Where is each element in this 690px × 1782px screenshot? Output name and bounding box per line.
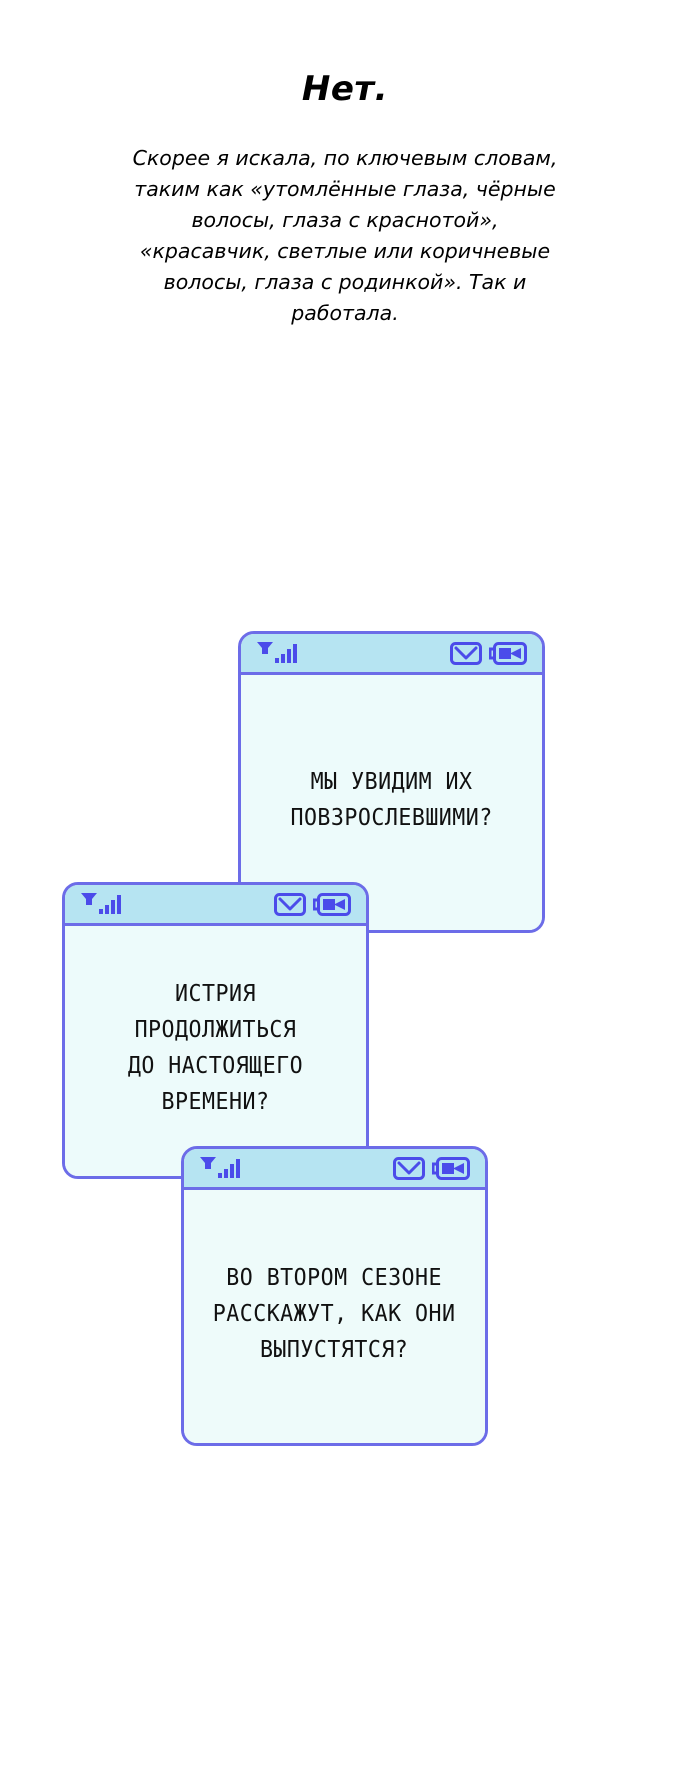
phone-status-bar-1 bbox=[241, 634, 542, 675]
message-text-1: МЫ УВИДИМ ИХ ПОВЗРОСЛЕВШИМИ? bbox=[290, 768, 493, 831]
status-bar-right-1 bbox=[450, 641, 527, 665]
phone-status-bar-2 bbox=[65, 885, 366, 926]
message-body-2: ИСТРИЯ ПРОДОЛЖИТЬСЯ ДО НАСТОЯЩЕГО ВРЕМЕН… bbox=[65, 926, 366, 1176]
signal-bars-icon bbox=[80, 892, 122, 916]
narration-title: Нет. bbox=[301, 69, 389, 109]
envelope-icon bbox=[274, 892, 306, 916]
battery-icon bbox=[313, 892, 351, 916]
envelope-icon bbox=[450, 641, 482, 665]
status-bar-left-1 bbox=[256, 641, 298, 665]
signal-bars-icon bbox=[199, 1156, 241, 1180]
status-bar-right-2 bbox=[274, 892, 351, 916]
status-bar-right-3 bbox=[393, 1156, 470, 1180]
narration-body: Скорее я искала, по ключевым словам, так… bbox=[132, 146, 558, 325]
battery-icon bbox=[432, 1156, 470, 1180]
message-bubble-3: ВО ВТОРОМ СЕЗОНЕ РАССКАЖУТ, КАК ОНИ ВЫПУ… bbox=[181, 1146, 488, 1446]
battery-icon bbox=[489, 641, 527, 665]
message-text-3: ВО ВТОРОМ СЕЗОНЕ РАССКАЖУТ, КАК ОНИ ВЫПУ… bbox=[213, 1264, 456, 1363]
narration-block: Нет. Скорее я искала, по ключевым словам… bbox=[0, 0, 690, 329]
message-body-1: МЫ УВИДИМ ИХ ПОВЗРОСЛЕВШИМИ? bbox=[241, 675, 542, 930]
message-bubble-2: ИСТРИЯ ПРОДОЛЖИТЬСЯ ДО НАСТОЯЩЕГО ВРЕМЕН… bbox=[62, 882, 369, 1179]
status-bar-left-3 bbox=[199, 1156, 241, 1180]
status-bar-left-2 bbox=[80, 892, 122, 916]
envelope-icon bbox=[393, 1156, 425, 1180]
phone-status-bar-3 bbox=[184, 1149, 485, 1190]
signal-bars-icon bbox=[256, 641, 298, 665]
message-body-3: ВО ВТОРОМ СЕЗОНЕ РАССКАЖУТ, КАК ОНИ ВЫПУ… bbox=[184, 1190, 485, 1443]
message-text-2: ИСТРИЯ ПРОДОЛЖИТЬСЯ ДО НАСТОЯЩЕГО ВРЕМЕН… bbox=[127, 981, 304, 1115]
